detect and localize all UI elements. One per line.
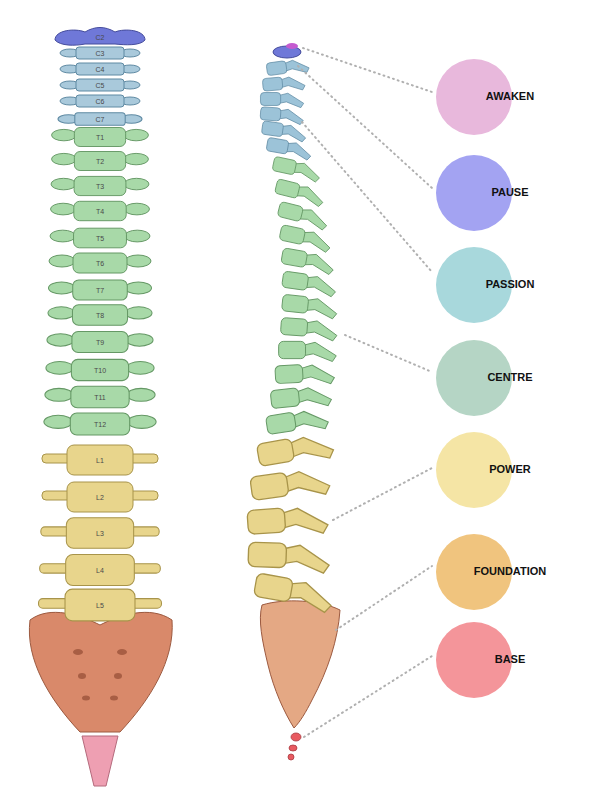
leader-line (303, 48, 432, 92)
vertebra-label: T1 (96, 134, 104, 141)
chakra-circle: AWAKEN (436, 59, 584, 135)
thoracic-vertebra (281, 294, 338, 319)
thoracic-vertebra (46, 359, 154, 380)
lumbar-vertebra (250, 466, 331, 504)
vertebra-label: L1 (96, 457, 104, 464)
cervical-vertebra (266, 57, 310, 77)
vertebra-label: L2 (96, 494, 104, 501)
thoracic-vertebra (275, 363, 335, 387)
vertebra-label: T9 (96, 339, 104, 346)
vertebra-label: T7 (96, 287, 104, 294)
chakra-label: FOUNDATION (474, 565, 547, 578)
coccyx (288, 733, 301, 760)
chakra-label: AWAKEN (486, 90, 534, 103)
lumbar-vertebra (41, 518, 159, 549)
thoracic-vertebra (280, 318, 338, 342)
thoracic-vertebra (271, 156, 321, 182)
thoracic-vertebra (52, 128, 149, 147)
thoracic-vertebra (44, 413, 156, 435)
thoracic-vertebra (48, 280, 151, 300)
cervical-vertebra (60, 79, 140, 91)
leader-line (304, 656, 432, 737)
leader-line (345, 335, 432, 372)
vertebra-label: T11 (94, 394, 106, 401)
thoracic-vertebra (45, 386, 155, 408)
cervical-vertebra (261, 121, 307, 143)
atlas (55, 28, 145, 46)
thoracic-vertebra (281, 271, 337, 297)
chakra-circle: BASE (436, 622, 584, 698)
cervical-vertebra (60, 63, 140, 75)
chakra-circle: PAUSE (436, 155, 584, 231)
thoracic-vertebra (49, 253, 151, 273)
leader-line (298, 66, 432, 188)
chakra-circle: PASSION (436, 247, 584, 323)
thoracic-vertebra (47, 332, 153, 353)
leader-line (336, 566, 432, 630)
vertebra-label: L3 (96, 530, 104, 537)
lumbar-vertebra (42, 445, 158, 475)
coccyx (82, 736, 118, 786)
cervical-vertebra (266, 137, 313, 160)
vertebra-label: C4 (96, 66, 105, 73)
chakra-circle: POWER (436, 432, 584, 508)
vertebra-label: T12 (94, 421, 106, 428)
chakra-label: CENTRE (487, 371, 532, 384)
lumbar-vertebra (247, 505, 329, 538)
lumbar-vertebra (248, 542, 330, 573)
cervical-vertebra (60, 47, 140, 59)
thoracic-vertebra (279, 341, 337, 361)
vertebra-label: L5 (96, 602, 104, 609)
vertebra-label: T4 (96, 208, 104, 215)
thoracic-vertebra (51, 176, 149, 195)
thoracic-vertebra (51, 201, 150, 220)
thoracic-vertebra (265, 407, 329, 438)
thoracic-vertebra (270, 384, 332, 411)
thoracic-vertebra (48, 305, 152, 325)
thoracic-vertebra (280, 248, 335, 275)
dens-tip (286, 43, 298, 49)
cervical-vertebra (60, 95, 140, 107)
vertebra-label: L4 (96, 567, 104, 574)
cervical-vertebra (262, 75, 305, 93)
vertebra-label: T10 (94, 367, 106, 374)
chakra-label: POWER (489, 463, 531, 476)
lumbar-vertebra (42, 482, 158, 512)
chakra-label: PAUSE (491, 186, 528, 199)
chakra-label: PASSION (486, 278, 535, 291)
chakra-circle: CENTRE (436, 340, 584, 416)
vertebra-label: T3 (96, 183, 104, 190)
vertebra-label: C7 (96, 116, 105, 123)
cervical-vertebra (260, 93, 303, 108)
leader-line (333, 468, 432, 520)
cervical-vertebra (58, 113, 142, 126)
lumbar-vertebra (39, 589, 162, 621)
leader-line (302, 122, 432, 272)
thoracic-vertebra (50, 228, 150, 248)
thoracic-vertebra (52, 152, 149, 171)
chakra-label: BASE (495, 653, 526, 666)
lumbar-vertebra (40, 554, 161, 585)
vertebra-label: T6 (96, 260, 104, 267)
sacrum (260, 601, 340, 728)
vertebra-label: C6 (96, 98, 105, 105)
vertebra-label: T8 (96, 312, 104, 319)
chakra-circle: FOUNDATION (436, 534, 584, 610)
vertebra-label: C3 (96, 50, 105, 57)
vertebra-label: C2 (96, 34, 105, 41)
lumbar-vertebra (253, 573, 335, 613)
lumbar-vertebra (256, 431, 334, 470)
vertebra-label: T5 (96, 235, 104, 242)
vertebra-label: C5 (96, 82, 105, 89)
sacrum (29, 612, 172, 732)
vertebra-label: T2 (96, 158, 104, 165)
sacral-foramina (73, 649, 127, 701)
